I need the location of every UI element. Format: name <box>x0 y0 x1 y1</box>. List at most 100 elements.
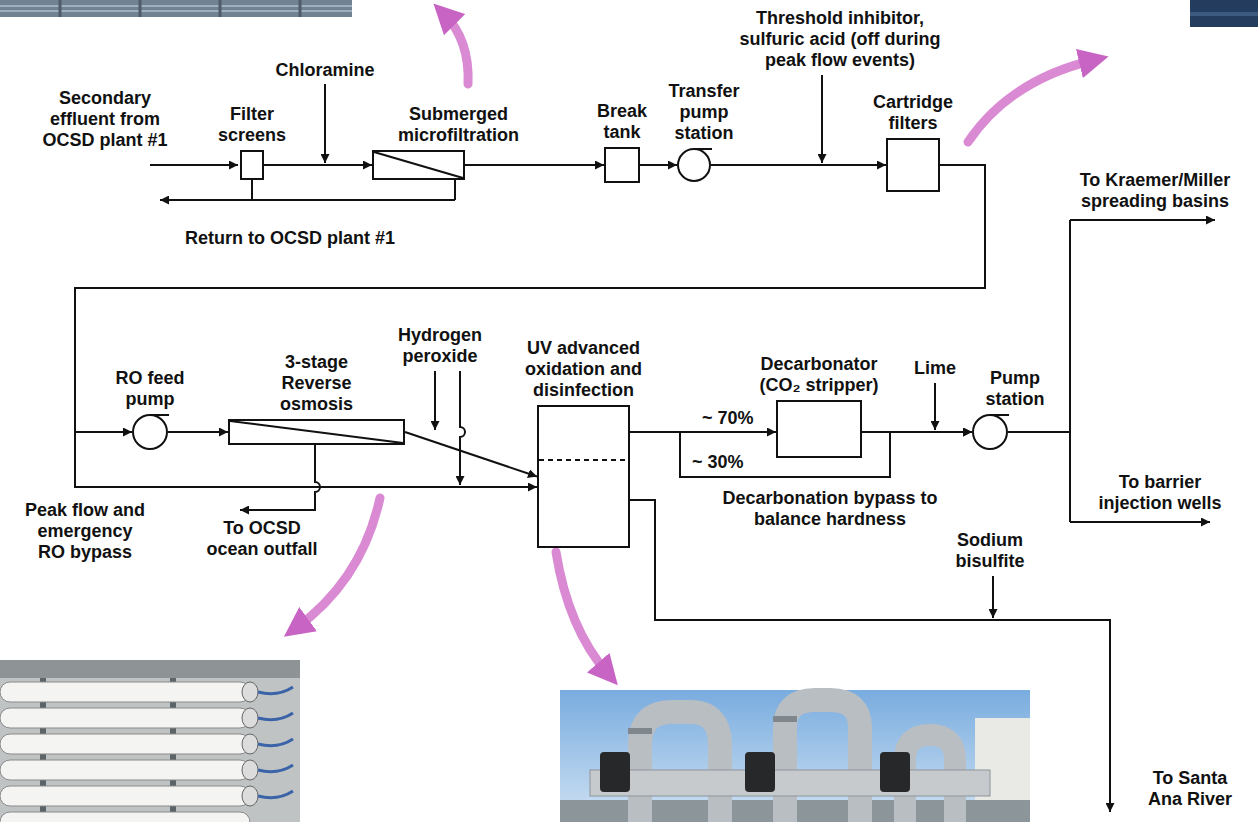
flow-note: Sodium bisulfite <box>940 530 1040 572</box>
photo-ro-membranes-part <box>0 760 250 780</box>
membrane-box: Submerged microfiltration <box>372 150 465 180</box>
process-wires-part <box>821 75 823 163</box>
flow-note: To OCSD ocean outfall <box>202 518 322 560</box>
flow-connector <box>640 164 677 166</box>
shape-detail <box>242 152 262 178</box>
node-label: Submerged microfiltration <box>384 104 534 146</box>
label-holder: Hydrogen peroxide <box>390 325 490 367</box>
photo-top-right-part <box>1190 12 1258 16</box>
flow-percent: ~ 30% <box>692 452 744 473</box>
node-label-group: Filter screens <box>212 104 292 146</box>
flow-note: Chloramine <box>275 60 374 81</box>
flow-note: Secondary effluent from OCSD plant #1 <box>35 88 175 151</box>
photo-top-left <box>0 0 352 17</box>
edge-label-holder: ~ 30% <box>690 452 746 473</box>
flow-note: Peak flow and emergency RO bypass <box>24 500 147 563</box>
process-wires-part <box>150 164 238 166</box>
pump-circle: Transfer pump station <box>677 148 711 182</box>
flow-connector <box>75 165 985 487</box>
process-wires-part <box>240 445 320 510</box>
photo-uv-reactors-part <box>628 728 652 734</box>
label-holder: Return to OCSD plant #1 <box>185 228 395 249</box>
flow-note: To Kraemer/Miller spreading basins <box>1068 170 1243 212</box>
shape-detail <box>134 416 166 448</box>
photo-uv-reactors-part <box>560 690 1030 822</box>
process-wires-part <box>1070 521 1210 523</box>
pump-discharge <box>694 148 712 150</box>
membrane-line <box>230 421 403 443</box>
node-label: Decarbonator (CO₂ stripper) <box>752 354 887 396</box>
process-wires-part <box>434 371 436 430</box>
node-label: UV advanced oxidation and disinfection <box>519 338 649 401</box>
process-box: Break tank <box>604 147 640 183</box>
node-label: 3-stage Reverse osmosis <box>269 352 364 415</box>
shape-detail <box>888 140 938 190</box>
flow-connector <box>168 431 228 433</box>
flow-note: To Santa Ana River <box>1140 768 1240 810</box>
photo-ro-membranes-part <box>0 812 250 822</box>
photo-ro-membranes-part <box>0 708 250 728</box>
flow-connector <box>465 164 604 166</box>
pointer-arrows-part <box>296 498 380 628</box>
flow-connector <box>630 432 972 477</box>
photo-ro-membranes-part <box>0 786 250 806</box>
photo-uv-reactors-part <box>773 716 797 722</box>
node-label-group: UV advanced oxidation and disinfection <box>519 338 649 401</box>
node-label-group: Cartridge filters <box>866 92 961 134</box>
flow-connector <box>75 165 985 432</box>
shape-detail <box>606 149 638 181</box>
label-holder: Secondary effluent from OCSD plant #1 <box>35 88 175 151</box>
label-holder: Sodium bisulfite <box>940 530 1040 572</box>
flow-note: Hydrogen peroxide <box>390 325 490 367</box>
pointer-arrows-part <box>444 14 468 84</box>
uv-reactor-box: UV advanced oxidation and disinfection <box>537 405 630 548</box>
divider-line <box>539 459 628 461</box>
membrane-box: 3-stage Reverse osmosis <box>228 419 405 445</box>
flow-note: To barrier injection wells <box>1090 472 1230 514</box>
label-holder: To Santa Ana River <box>1140 768 1240 810</box>
photo-top-right-part <box>1190 0 1258 27</box>
process-wires-part <box>160 199 455 201</box>
process-wires-part <box>460 371 465 485</box>
node-label-group: 3-stage Reverse osmosis <box>269 352 364 415</box>
photo-ro-membranes-part <box>0 660 300 678</box>
node-label: Break tank <box>592 101 652 143</box>
photo-top-left-part <box>0 0 352 17</box>
flow-connector <box>264 164 372 166</box>
node-label: Filter screens <box>212 104 292 146</box>
shape-detail <box>974 416 1006 448</box>
process-box: Filter screens <box>240 150 264 180</box>
photo-ro-membranes-part <box>242 760 258 780</box>
label-holder: Lime <box>914 358 956 379</box>
photo-top-right <box>1190 0 1258 27</box>
pump-circle: Pump station <box>972 414 1008 450</box>
photo-uv-reactors-part <box>880 752 910 792</box>
process-box: Cartridge filters <box>886 138 940 192</box>
flow-note: Decarbonation bypass to balance hardness <box>713 488 948 530</box>
node-label: Transfer pump station <box>664 81 744 144</box>
photo-ro-membranes-part <box>242 682 258 702</box>
label-holder: Threshold inhibitor, sulfuric acid (off … <box>733 8 948 71</box>
shape-detail <box>230 421 403 443</box>
pointer-arrows <box>296 14 1094 674</box>
pump-circle: RO feed pump <box>132 414 168 450</box>
process-wires-part <box>934 383 936 430</box>
process-wires-part <box>252 180 455 200</box>
flow-connector <box>405 432 537 477</box>
label-holder: Peak flow and emergency RO bypass <box>24 500 147 563</box>
node-label-group: Decarbonator (CO₂ stripper) <box>752 354 887 396</box>
label-holder: Decarbonation bypass to balance hardness <box>713 488 948 530</box>
photo-ro-membranes-part <box>0 734 250 754</box>
flow-note: Return to OCSD plant #1 <box>185 228 395 249</box>
pointer-arrows-part <box>556 552 608 674</box>
photo-uv-reactors-part <box>745 752 775 792</box>
photo-ro-membranes-part <box>258 687 293 798</box>
shape-detail <box>778 402 860 456</box>
photo-ro-membranes-part <box>242 708 258 728</box>
photo-uv-reactors-part <box>590 770 990 796</box>
flow-note: Lime <box>914 358 956 379</box>
process-wires-part <box>1070 219 1215 221</box>
